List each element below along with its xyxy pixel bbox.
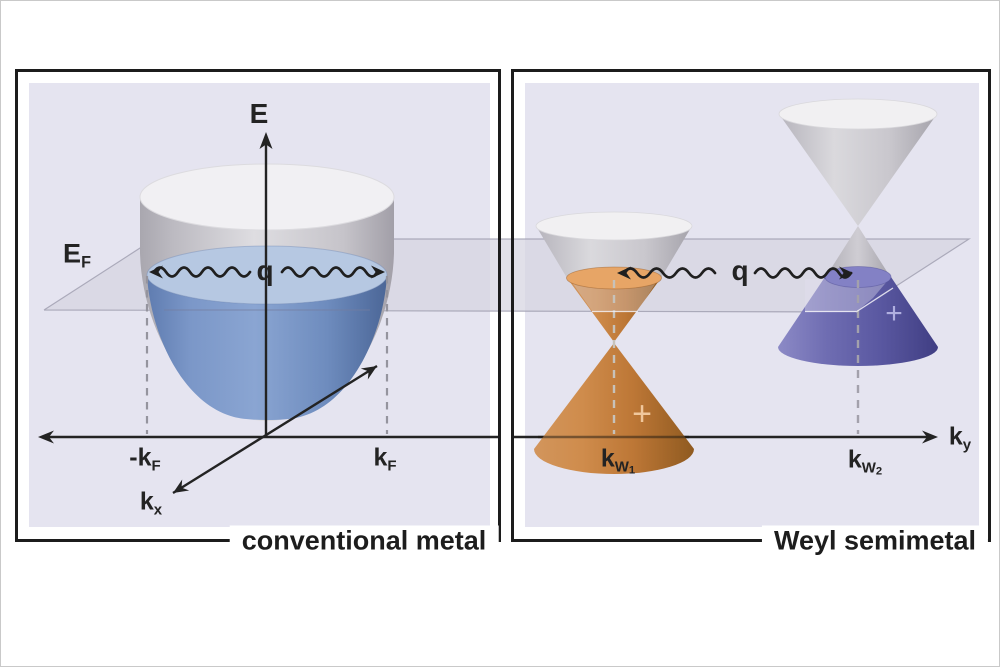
conventional-metal-diagram (38, 132, 498, 495)
q-arrowhead-right (371, 265, 385, 279)
weyl-node-2-label: kW2 (847, 445, 883, 478)
right-panel-caption: Weyl semimetal (761, 525, 989, 557)
weyl-cone-1 (534, 211, 694, 474)
q-arrowhead-to-node1 (617, 266, 631, 280)
ky-axis-label: ky (948, 422, 972, 454)
momentum-transfer-label-left: q (256, 255, 274, 286)
kx-axis (172, 364, 378, 495)
kx-axis-arrowhead-back (360, 366, 377, 380)
energy-axis-label: E (249, 98, 269, 129)
weyl-cone-2 (778, 98, 938, 434)
kx-axis-label: kx (139, 487, 163, 519)
cone1-empty-upper-section (536, 226, 692, 278)
chirality-plus-purple: + (885, 297, 903, 330)
q-arrowhead-left (149, 265, 163, 279)
fermi-energy-label: EF (63, 238, 91, 272)
momentum-transfer-arrow-left-panel (152, 266, 380, 278)
cone2-top-opening (778, 98, 938, 130)
left-panel-caption: conventional metal (229, 525, 499, 557)
neg-fermi-momentum-label: -kF (129, 443, 161, 475)
q-arrowhead-to-node2 (839, 266, 853, 280)
cone2-empty-upper-cone (779, 114, 937, 226)
weyl-node-1-label: kW1 (600, 444, 636, 477)
ky-axis-arrowhead (922, 430, 938, 444)
momentum-transfer-arrow-right-panel (622, 267, 853, 279)
cone1-top-opening (535, 211, 693, 241)
momentum-axis-arrowhead (38, 430, 54, 444)
momentum-transfer-label-right: q (731, 255, 749, 286)
fermi-plane-front-edges-over-cones (592, 287, 894, 313)
cone2-filled-lower-section (778, 277, 938, 366)
cone1-lower-cone (534, 343, 694, 474)
energy-axis-arrowhead (259, 132, 273, 149)
kx-axis-arrowhead-front (173, 479, 190, 493)
cone2-empty-lower-section (825, 226, 891, 278)
weyl-semimetal-diagram (513, 98, 938, 474)
fermi-momentum-label: kF (373, 443, 397, 475)
right-panel-border (511, 69, 991, 542)
chirality-plus-orange: + (632, 395, 652, 433)
